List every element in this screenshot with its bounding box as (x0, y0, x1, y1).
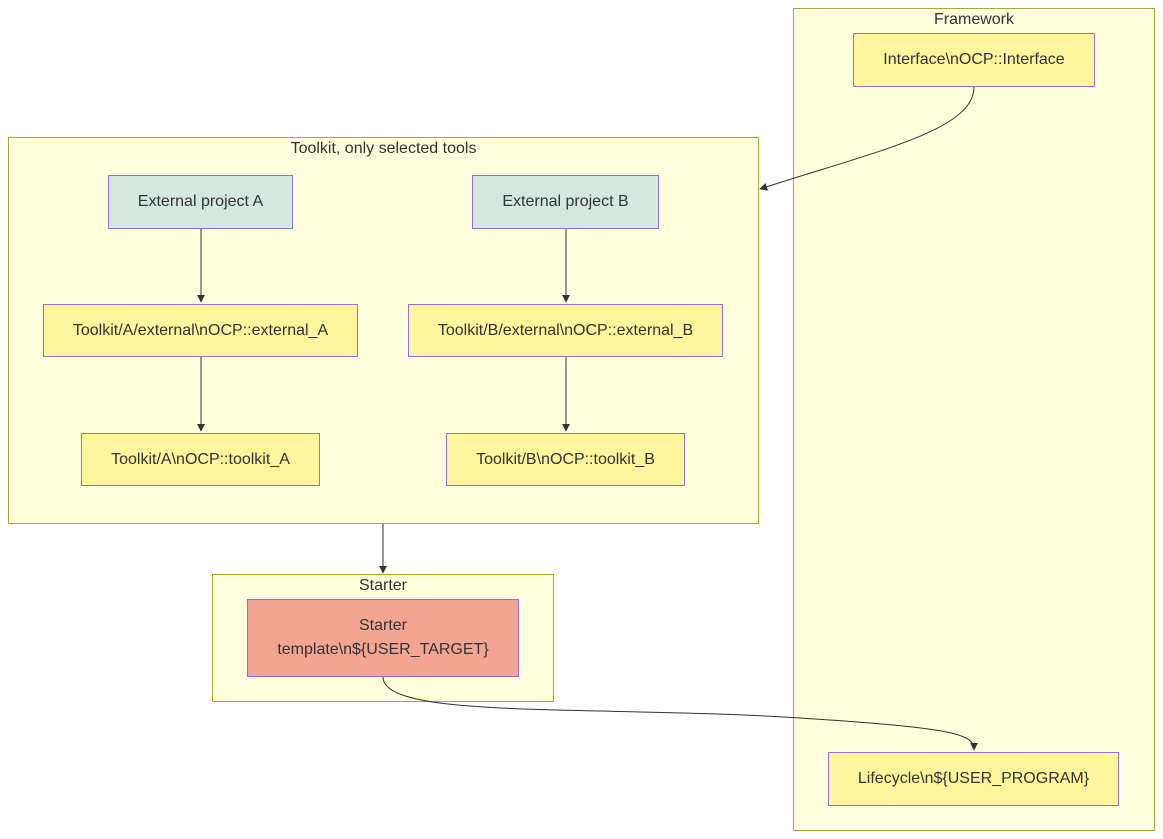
toolkit-b-label: Toolkit/B\nOCP::toolkit_B (476, 450, 655, 468)
external-project-a-label: External project A (137, 193, 264, 210)
starter-template-label-line2: template\n${USER_TARGET} (277, 641, 489, 658)
external-project-a-node: External project A (108, 175, 293, 229)
external-project-b-label: External project B (502, 193, 629, 210)
toolkit-a-external-label: Toolkit/A/external\nOCP::external_A (72, 321, 329, 339)
lifecycle-label: Lifecycle\n${USER_PROGRAM} (857, 770, 1090, 787)
framework-cluster: Framework (793, 8, 1155, 831)
starter-cluster-title: Starter (358, 577, 407, 594)
toolkit-b-node: Toolkit/B\nOCP::toolkit_B (446, 433, 685, 486)
starter-template-node: Starter template\n${USER_TARGET} (247, 599, 519, 677)
interface-node-label: Interface\nOCP::Interface (883, 51, 1065, 68)
framework-cluster-title: Framework (933, 11, 1014, 28)
lifecycle-node: Lifecycle\n${USER_PROGRAM} (828, 752, 1119, 806)
external-project-b-node: External project B (472, 175, 659, 229)
toolkit-a-label: Toolkit/A\nOCP::toolkit_A (111, 450, 290, 468)
toolkit-b-external-label: Toolkit/B/external\nOCP::external_B (437, 321, 694, 339)
toolkit-a-external-node: Toolkit/A/external\nOCP::external_A (43, 304, 358, 357)
starter-template-label-line1: Starter (358, 617, 407, 634)
toolkit-a-node: Toolkit/A\nOCP::toolkit_A (81, 433, 320, 486)
interface-node: Interface\nOCP::Interface (853, 33, 1095, 87)
toolkit-b-external-node: Toolkit/B/external\nOCP::external_B (408, 304, 723, 357)
toolkit-cluster-title: Toolkit, only selected tools (290, 140, 477, 157)
